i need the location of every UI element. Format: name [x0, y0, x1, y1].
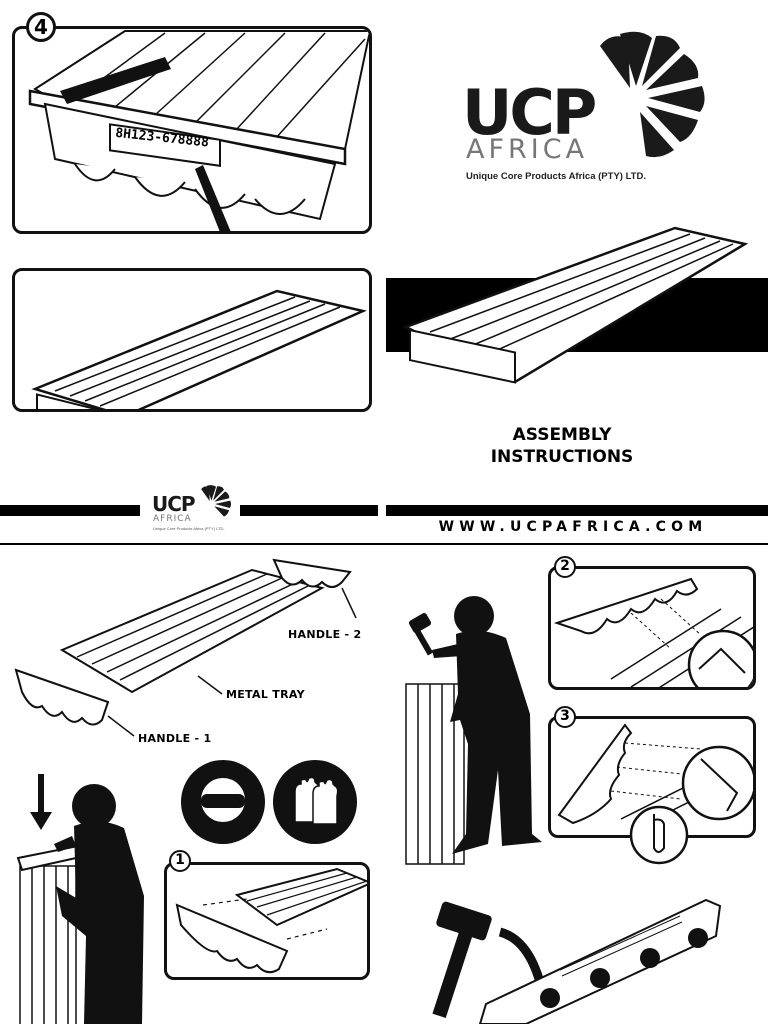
step2-panel	[548, 566, 756, 690]
parts-diagram	[14, 558, 357, 737]
cover-tray-illustration	[402, 226, 749, 384]
cover-title: ASSEMBLY INSTRUCTIONS	[462, 424, 662, 468]
center-divider	[0, 543, 768, 545]
step1-panel	[164, 862, 370, 980]
step4-illustration: 8H123-678888	[28, 30, 369, 231]
step1-illustration	[175, 867, 367, 974]
safety-gloves-icon	[273, 760, 357, 844]
logo-africa-text: AFRICA	[466, 134, 589, 165]
safety-goggles-icon	[181, 760, 265, 844]
ucp-logo-emblem	[600, 31, 705, 158]
logo-ucp-text: UCP	[462, 76, 597, 149]
hammer-icon	[408, 613, 434, 656]
worker-with-hammer	[405, 596, 542, 865]
down-arrow-icon	[30, 774, 52, 830]
step4-badge: 4	[26, 12, 56, 42]
company-tagline: Unique Core Products Africa (PTY) LTD.	[466, 171, 646, 182]
hammering-handle-illustration	[432, 898, 722, 1024]
step3-panel	[548, 716, 756, 838]
step3-illustration	[557, 723, 753, 832]
footer-band-left-2	[240, 505, 378, 516]
step3-detail-circle	[629, 805, 689, 865]
small-logo-ucp: UCP	[152, 492, 196, 516]
small-logo-emblem	[201, 485, 232, 517]
label-handle-2: HANDLE - 2	[288, 628, 362, 641]
small-logo-tagline: Unique Core Products Africa (PTY) LTD.	[153, 526, 225, 531]
title-line-2: INSTRUCTIONS	[490, 447, 634, 467]
small-logo-africa: AFRICA	[153, 514, 192, 524]
footer-band-left-1	[0, 505, 140, 516]
step4-panel: 8H123-678888	[12, 26, 372, 234]
label-handle-1: HANDLE - 1	[138, 732, 212, 745]
footer-band-right	[386, 505, 768, 516]
hammer-icon	[432, 901, 492, 1018]
worker-placing-handle	[16, 774, 144, 1024]
step2-badge: 2	[554, 556, 576, 578]
assembled-tray-illustration	[31, 289, 367, 409]
title-line-1: ASSEMBLY	[512, 425, 612, 445]
step2-illustration	[553, 577, 753, 687]
step1-badge: 1	[169, 850, 191, 872]
website-url[interactable]: WWW.UCPAFRICA.COM	[438, 519, 708, 535]
label-metal-tray: METAL TRAY	[226, 688, 305, 701]
assembled-tray-panel	[12, 268, 372, 412]
step3-badge: 3	[554, 706, 576, 728]
